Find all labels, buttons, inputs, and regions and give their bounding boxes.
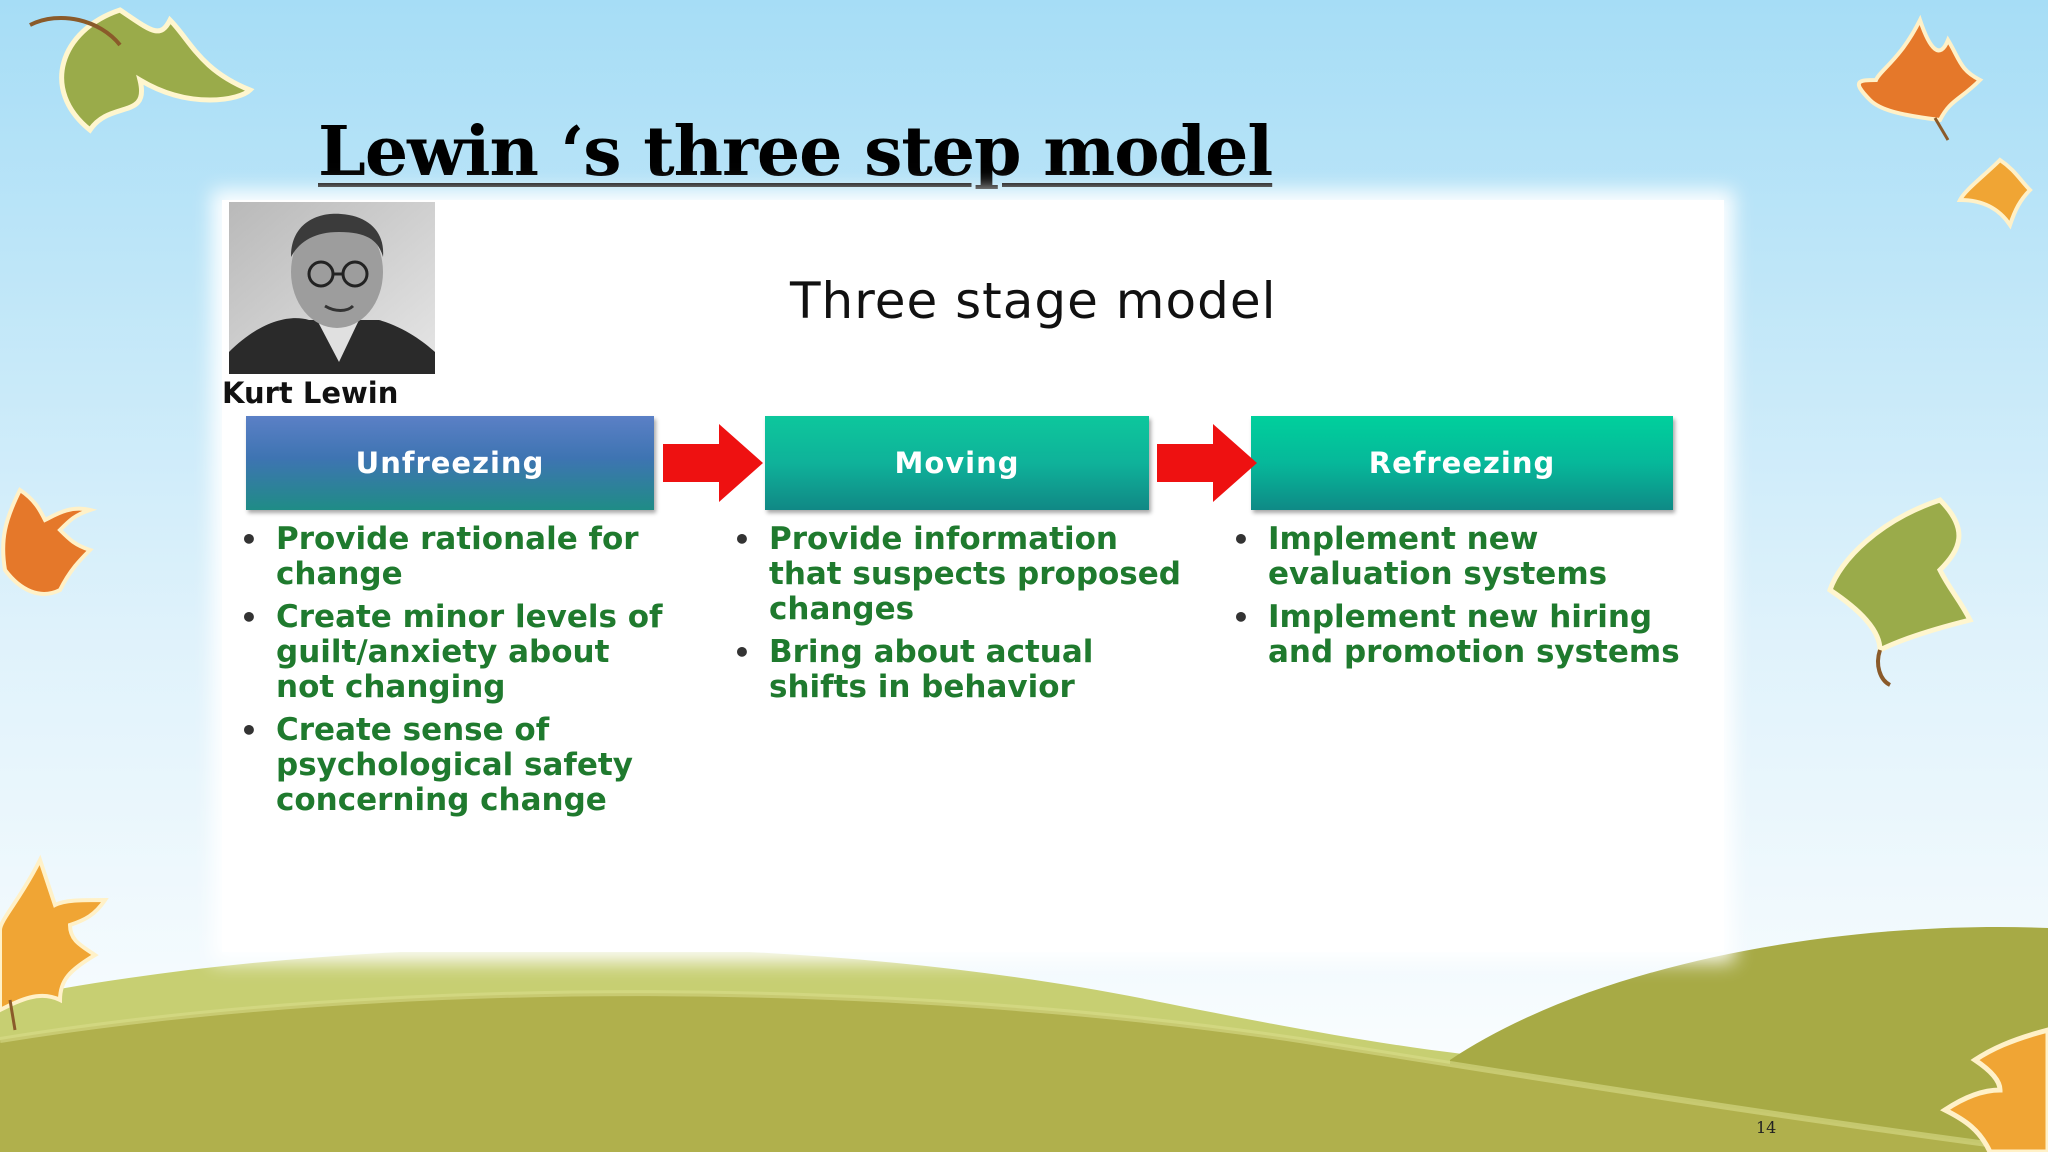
list-item: Bring about actual shifts in behavior	[731, 635, 1191, 705]
stage-box-moving: Moving	[765, 416, 1149, 510]
stage-label: Moving	[894, 446, 1020, 480]
list-item: Implement new evaluation systems	[1230, 522, 1700, 592]
diagram-title: Three stage model	[790, 272, 1277, 330]
list-item: Implement new hiring and promotion syste…	[1230, 600, 1700, 670]
stage-label: Unfreezing	[355, 446, 545, 480]
list-item: Create sense of psychological safety con…	[238, 713, 678, 818]
refreezing-bullet-list: Implement new evaluation systems Impleme…	[1230, 522, 1700, 678]
list-item: Provide information that suspects propos…	[731, 522, 1191, 627]
leaf-decoration-top-right	[1856, 14, 2033, 230]
arrow-right-icon	[663, 424, 763, 502]
list-item: Provide rationale for change	[238, 522, 678, 592]
arrow-right-icon	[1157, 424, 1257, 502]
leaf-decoration-right	[1827, 497, 1974, 687]
leaf-decoration-top-left	[29, 7, 255, 134]
slide-title: Lewin ‘s three step model	[318, 112, 1273, 192]
leaf-decoration-bottom-right	[1940, 1027, 2048, 1152]
kurt-lewin-photo	[229, 202, 435, 374]
list-item: Create minor levels of guilt/anxiety abo…	[238, 600, 678, 705]
stage-box-refreezing: Refreezing	[1251, 416, 1673, 510]
stage-box-unfreezing: Unfreezing	[246, 416, 654, 510]
leaf-decoration-bottom-left	[0, 854, 109, 1031]
leaf-decoration-left	[1, 487, 98, 596]
moving-bullet-list: Provide information that suspects propos…	[731, 522, 1191, 713]
unfreezing-bullet-list: Provide rationale for change Create mino…	[238, 522, 678, 826]
stage-label: Refreezing	[1368, 446, 1556, 480]
photo-caption: Kurt Lewin	[222, 376, 399, 410]
page-number: 14	[1756, 1118, 1777, 1137]
